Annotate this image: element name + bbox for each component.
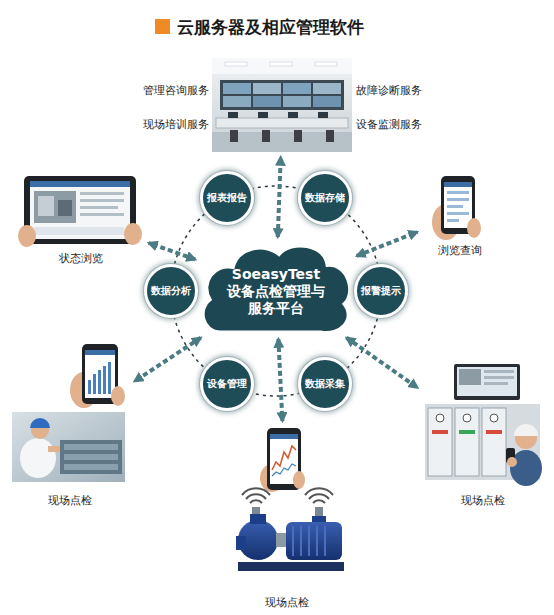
pump-figure — [236, 488, 344, 571]
figure-caption: 浏览查询 — [420, 244, 500, 258]
dashed-arrow — [135, 338, 201, 382]
dashed-arrow — [347, 338, 418, 388]
figure-caption: 现场点检 — [226, 596, 348, 610]
control-room-photo — [212, 58, 352, 152]
function-circle: 数据分析 — [144, 264, 198, 318]
service-label: 现场培训服务 — [143, 118, 209, 132]
phone-chart-figure — [70, 344, 125, 408]
dashed-arrow — [149, 243, 195, 259]
dashed-ring — [171, 186, 381, 396]
phone-figure — [432, 176, 481, 240]
figure-group: 浏览查询 — [420, 172, 500, 258]
function-circle: 数据存储 — [298, 171, 352, 225]
function-label: 设备管理 — [207, 378, 247, 390]
figure-group: 现场点检 — [420, 360, 546, 508]
dashed-arrow — [278, 157, 281, 237]
function-label: 数据采集 — [305, 378, 345, 390]
title-marker — [155, 19, 170, 34]
phone-trend-figure — [260, 428, 305, 492]
function-label: 数据分析 — [151, 285, 191, 297]
function-circle: 报警提示 — [354, 264, 408, 318]
service-group: 管理咨询服务现场培训服务 故障诊断服务设备监测服务 — [140, 58, 425, 154]
function-label: 报表报告 — [207, 192, 247, 204]
figure-group: 现场点检 — [226, 424, 348, 610]
platform-cloud: SoeasyTest 设备点检管理与 服务平台 — [198, 240, 354, 336]
figure-group: 状态浏览 — [16, 172, 146, 266]
platform-name: SoeasyTest 设备点检管理与 服务平台 — [225, 266, 327, 317]
tablet-figure — [18, 176, 142, 247]
function-circle: 设备管理 — [200, 357, 254, 411]
figure-group: 现场点检 — [8, 340, 132, 508]
cloud-outline — [203, 246, 349, 332]
service-label: 设备监测服务 — [356, 118, 422, 132]
figure-caption: 现场点检 — [8, 494, 132, 508]
function-label: 报警提示 — [361, 285, 401, 297]
service-label: 管理咨询服务 — [143, 84, 209, 98]
function-label: 数据存储 — [305, 192, 345, 204]
function-circle: 报表报告 — [200, 171, 254, 225]
dashed-arrow — [357, 232, 417, 256]
service-label: 故障诊断服务 — [356, 84, 422, 98]
inspection-photo — [12, 412, 125, 482]
dashed-arrow — [278, 339, 282, 421]
cloud-text-box: SoeasyTest 设备点检管理与 服务平台 — [225, 266, 327, 317]
figure-caption: 现场点检 — [420, 494, 546, 508]
cabinet-photo — [425, 364, 542, 486]
figure-caption: 状态浏览 — [16, 252, 146, 266]
function-circle: 数据采集 — [298, 357, 352, 411]
title: 云服务器及相应管理软件 — [177, 16, 364, 39]
